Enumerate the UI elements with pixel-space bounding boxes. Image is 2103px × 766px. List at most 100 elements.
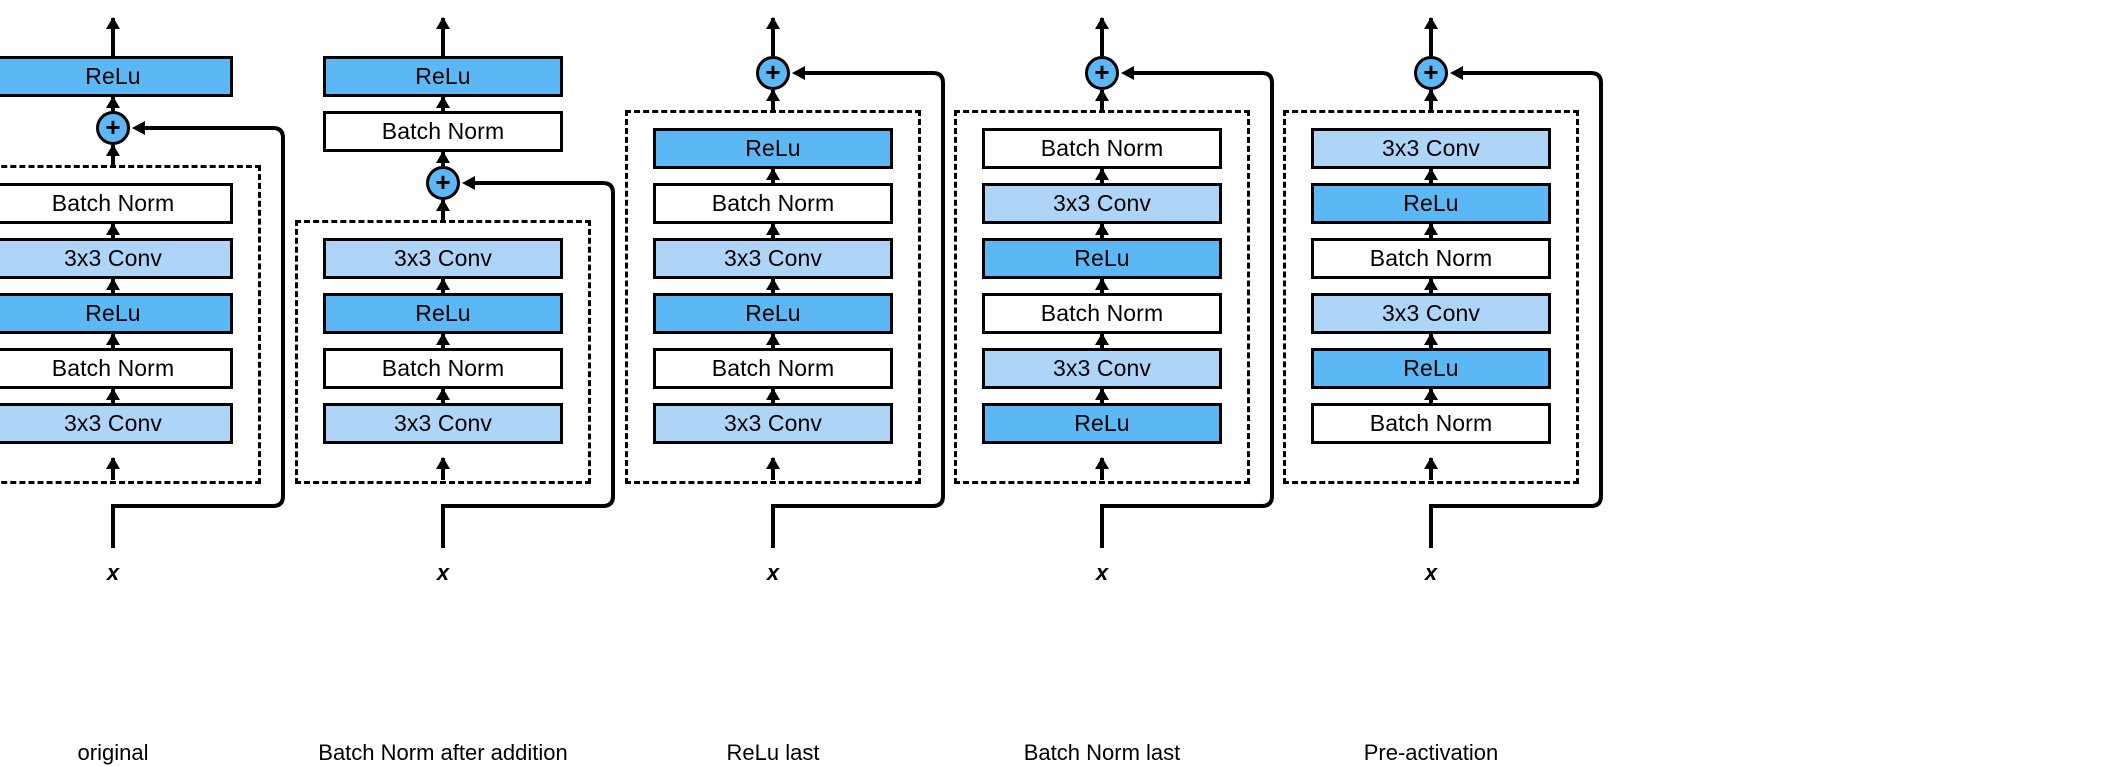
- block-bn: Batch Norm: [653, 183, 893, 224]
- block-conv: 3x3 Conv: [0, 238, 233, 279]
- block-bn: Batch Norm: [1311, 403, 1551, 444]
- skip-connection-arrowhead: [1121, 66, 1134, 80]
- variant-caption: ReLu last: [726, 740, 820, 765]
- flow-arrow: [1100, 389, 1104, 403]
- flow-arrow: [441, 97, 445, 111]
- flow-arrow: [111, 334, 115, 348]
- block-relu: ReLu: [0, 56, 233, 97]
- flow-arrow: [441, 152, 445, 166]
- flow-arrow: [771, 279, 775, 293]
- block-relu: ReLu: [653, 128, 893, 169]
- skip-connection-arrowhead: [462, 176, 475, 190]
- flow-arrow: [111, 97, 115, 111]
- variant-caption: Pre-activation: [1363, 740, 1499, 765]
- input-label: x: [436, 560, 450, 585]
- flow-arrow: [441, 389, 445, 403]
- block-conv: 3x3 Conv: [1311, 128, 1551, 169]
- addition-node: +: [756, 56, 790, 90]
- block-bn: Batch Norm: [982, 293, 1222, 334]
- flow-arrow: [1429, 224, 1433, 238]
- output-arrow: [441, 18, 445, 56]
- plus-symbol: +: [765, 57, 781, 87]
- plus-symbol: +: [1423, 57, 1439, 87]
- branch-input-arrow: [1100, 458, 1104, 480]
- flow-arrow: [1100, 279, 1104, 293]
- block-conv: 3x3 Conv: [653, 238, 893, 279]
- flow-arrow: [1429, 389, 1433, 403]
- block-conv: 3x3 Conv: [323, 403, 563, 444]
- addition-node: +: [96, 111, 130, 145]
- flow-arrow: [111, 224, 115, 238]
- plus-symbol: +: [105, 112, 121, 142]
- block-bn: Batch Norm: [0, 183, 233, 224]
- variant-caption: Batch Norm last: [1023, 740, 1181, 765]
- flow-arrow: [1100, 334, 1104, 348]
- input-label: x: [1095, 560, 1109, 585]
- block-bn: Batch Norm: [982, 128, 1222, 169]
- block-conv: 3x3 Conv: [653, 403, 893, 444]
- block-relu: ReLu: [323, 293, 563, 334]
- residual-into-addition-arrow: [1429, 90, 1433, 110]
- output-arrow: [1429, 18, 1433, 56]
- flow-arrow: [111, 389, 115, 403]
- branch-input-arrow: [1429, 458, 1433, 480]
- output-arrow: [771, 18, 775, 56]
- plus-symbol: +: [1094, 57, 1110, 87]
- flow-arrow: [1100, 169, 1104, 183]
- block-bn: Batch Norm: [0, 348, 233, 389]
- block-relu: ReLu: [1311, 183, 1551, 224]
- block-relu: ReLu: [323, 56, 563, 97]
- variant-caption: Batch Norm after addition: [318, 740, 568, 765]
- block-bn: Batch Norm: [1311, 238, 1551, 279]
- branch-input-arrow: [441, 458, 445, 480]
- plus-symbol: +: [435, 167, 451, 197]
- skip-connection-arrowhead: [132, 121, 145, 135]
- input-label: x: [766, 560, 780, 585]
- flow-arrow: [1429, 334, 1433, 348]
- flow-arrow: [441, 279, 445, 293]
- variant-caption: original: [77, 740, 149, 765]
- output-arrow: [1100, 18, 1104, 56]
- block-relu: ReLu: [982, 238, 1222, 279]
- skip-connection-arrowhead: [1450, 66, 1463, 80]
- block-bn: Batch Norm: [653, 348, 893, 389]
- skip-connection-arrowhead: [792, 66, 805, 80]
- flow-arrow: [1429, 279, 1433, 293]
- input-label: x: [1424, 560, 1438, 585]
- block-conv: 3x3 Conv: [982, 348, 1222, 389]
- block-relu: ReLu: [0, 293, 233, 334]
- branch-input-arrow: [771, 458, 775, 480]
- output-arrow: [111, 18, 115, 56]
- block-bn: Batch Norm: [323, 348, 563, 389]
- block-relu: ReLu: [1311, 348, 1551, 389]
- branch-input-arrow: [111, 458, 115, 480]
- residual-into-addition-arrow: [111, 145, 115, 165]
- block-conv: 3x3 Conv: [0, 403, 233, 444]
- block-relu: ReLu: [982, 403, 1222, 444]
- flow-arrow: [1100, 224, 1104, 238]
- block-relu: ReLu: [653, 293, 893, 334]
- flow-arrow: [111, 279, 115, 293]
- flow-arrow: [441, 334, 445, 348]
- input-label: x: [106, 560, 120, 585]
- residual-into-addition-arrow: [771, 90, 775, 110]
- addition-node: +: [1414, 56, 1448, 90]
- flow-arrow: [771, 334, 775, 348]
- block-bn: Batch Norm: [323, 111, 563, 152]
- block-conv: 3x3 Conv: [1311, 293, 1551, 334]
- flow-arrow: [771, 389, 775, 403]
- addition-node: +: [426, 166, 460, 200]
- block-conv: 3x3 Conv: [323, 238, 563, 279]
- flow-arrow: [1429, 169, 1433, 183]
- flow-arrow: [771, 169, 775, 183]
- residual-into-addition-arrow: [1100, 90, 1104, 110]
- flow-arrow: [771, 224, 775, 238]
- residual-into-addition-arrow: [441, 200, 445, 220]
- addition-node: +: [1085, 56, 1119, 90]
